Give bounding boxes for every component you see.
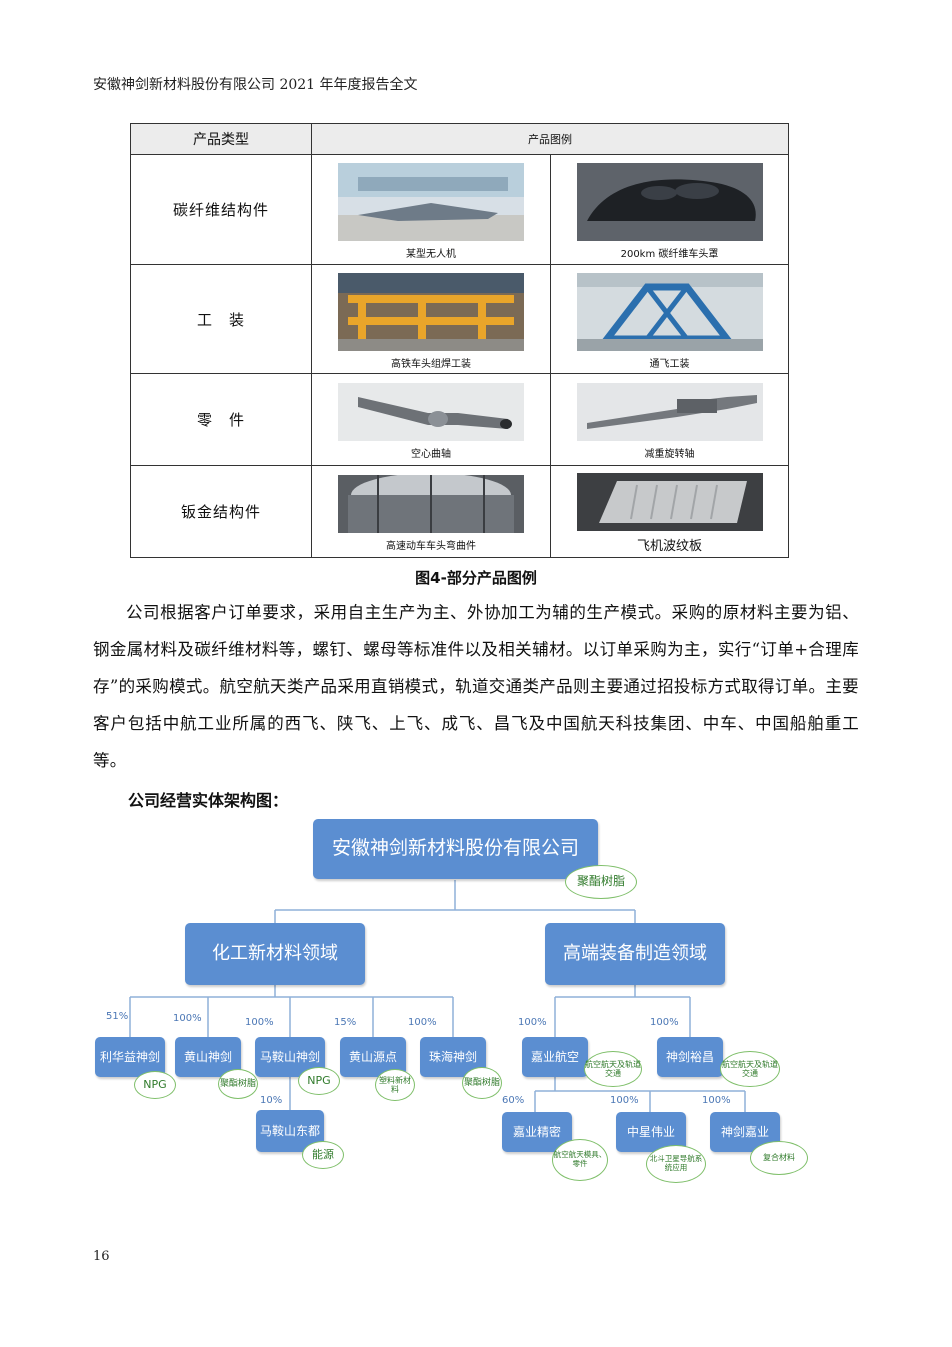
ownership-pct: 100% <box>650 1017 679 1028</box>
category-cell: 钣金结构件 <box>130 465 312 558</box>
product-caption: 200km 碳纤维车头罩 <box>620 249 719 260</box>
category-cell: 零 件 <box>130 373 312 466</box>
ownership-pct: 100% <box>173 1013 202 1024</box>
train-nose-image <box>576 163 763 241</box>
page-number: 16 <box>93 1249 110 1264</box>
product-caption: 减重旋转轴 <box>644 449 695 460</box>
subsidiary-box: 嘉业精密 <box>502 1112 572 1152</box>
subsidiary-business-tag: 聚酯树脂 <box>218 1069 258 1099</box>
product-cell: 通飞工装 <box>550 264 789 374</box>
chemical-domain: 化工新材料领域 <box>185 923 365 985</box>
ownership-pct: 100% <box>610 1095 639 1106</box>
subsidiary-box: 嘉业航空 <box>522 1037 588 1077</box>
org-chart: 安徽神剑新材料股份有限公司 聚酯树脂 化工新材料领域 高端装备制造领域 51% … <box>90 815 830 1195</box>
ownership-pct: 100% <box>408 1017 437 1028</box>
product-cell: 某型无人机 <box>311 154 551 265</box>
product-caption: 某型无人机 <box>406 249 456 260</box>
product-cell: 高铁车头组焊工装 <box>311 264 551 374</box>
category-cell: 碳纤维结构件 <box>130 154 312 265</box>
column-header-examples: 产品图例 <box>311 123 789 155</box>
subsidiary-box: 利华益神剑 <box>95 1037 165 1077</box>
subsidiary-business-tag: 航空航天模具、零件 <box>552 1139 608 1181</box>
product-cell: 高速动车车头弯曲件 <box>311 465 551 558</box>
product-caption: 飞机波纹板 <box>636 539 702 554</box>
product-cell: 飞机波纹板 <box>550 465 789 558</box>
root-company: 安徽神剑新材料股份有限公司 <box>313 819 598 879</box>
welding-fixture-image <box>338 272 524 351</box>
root-business-tag: 聚酯树脂 <box>565 865 637 899</box>
org-chart-heading: 公司经营实体架构图： <box>128 791 289 810</box>
drone-image <box>338 163 524 241</box>
figure-caption: 图4-部分产品图例 <box>415 569 537 587</box>
column-header-type: 产品类型 <box>130 123 312 155</box>
org-chart-connectors <box>129 880 746 1112</box>
subsidiary-business-tag: NPG <box>298 1067 340 1095</box>
product-caption: 高铁车头组焊工装 <box>391 358 471 370</box>
subsidiary-business-tag: 航空航天及轨道交通 <box>720 1051 780 1087</box>
ownership-pct: 15% <box>334 1017 357 1028</box>
subsidiary-box: 马鞍山东都 <box>256 1110 324 1152</box>
subsidiary-box: 神剑裕昌 <box>657 1037 723 1077</box>
subsidiary-business-tag: 塑料新材料 <box>375 1069 415 1101</box>
product-table: 产品类型 产品图例 碳纤维结构件 某型无人机 <box>130 123 789 558</box>
product-caption: 高速动车车头弯曲件 <box>386 541 476 552</box>
subsidiary-business-tag: 北斗卫星导航系统应用 <box>646 1145 706 1183</box>
subsidiary-business-tag: NPG <box>134 1071 176 1099</box>
ownership-pct: 100% <box>518 1017 547 1028</box>
subsidiary-box: 珠海神剑 <box>420 1037 486 1077</box>
aircraft-fixture-image <box>576 272 763 351</box>
product-caption: 空心曲轴 <box>411 449 451 460</box>
ownership-pct: 51% <box>106 1011 129 1022</box>
body-paragraph: 公司根据客户订单要求，采用自主生产为主、外协加工为辅的生产模式。采购的原材料主要… <box>93 603 859 770</box>
product-caption: 通飞工装 <box>649 358 690 370</box>
ownership-pct: 10% <box>260 1095 283 1106</box>
ownership-pct: 100% <box>702 1095 731 1106</box>
ownership-pct: 60% <box>502 1095 525 1106</box>
ownership-pct: 100% <box>245 1017 274 1028</box>
rotating-shaft-image <box>576 383 763 441</box>
subsidiary-business-tag: 聚酯树脂 <box>462 1067 502 1099</box>
corrugated-panel-image <box>576 473 763 531</box>
equipment-domain: 高端装备制造领域 <box>545 923 725 985</box>
hollow-crankshaft-image <box>338 383 524 441</box>
product-cell: 减重旋转轴 <box>550 373 789 466</box>
category-cell: 工 装 <box>130 264 312 374</box>
page-header: 安徽神剑新材料股份有限公司 2021 年年度报告全文 <box>93 77 418 93</box>
subsidiary-box: 马鞍山神剑 <box>255 1037 325 1077</box>
train-body-image <box>338 475 524 533</box>
subsidiary-business-tag: 能源 <box>302 1141 344 1169</box>
subsidiary-business-tag: 航空航天及轨道交通 <box>584 1051 642 1087</box>
subsidiary-business-tag: 复合材料 <box>750 1141 808 1175</box>
product-cell: 空心曲轴 <box>311 373 551 466</box>
product-cell: 200km 碳纤维车头罩 <box>550 154 789 265</box>
